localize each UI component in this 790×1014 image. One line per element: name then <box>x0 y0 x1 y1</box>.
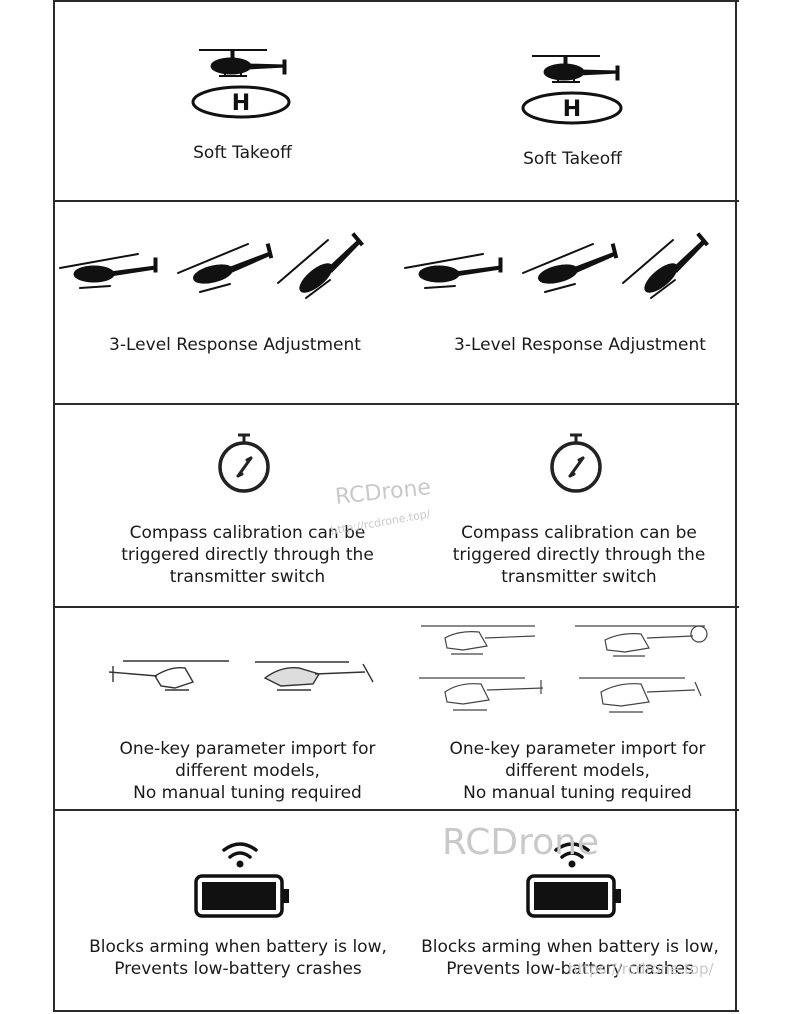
helicopter-attitude-icon <box>404 232 709 299</box>
section-caption-right: 3-Level Response Adjustment <box>454 335 706 355</box>
section-caption-right: Soft Takeoff <box>523 149 622 169</box>
divider <box>53 403 739 405</box>
svg-text:H: H <box>563 97 581 122</box>
section-caption-left: 3-Level Response Adjustment <box>109 335 361 355</box>
stopwatch-compass-icon <box>550 433 602 493</box>
helipad-helicopter-icon: H <box>191 49 291 119</box>
divider <box>53 200 739 202</box>
helicopter-models-icon <box>419 625 708 713</box>
table-frame <box>53 0 737 1012</box>
divider <box>53 809 739 811</box>
battery-wifi-icon <box>194 842 289 918</box>
divider <box>53 0 739 2</box>
divider <box>53 1010 739 1012</box>
section-caption-left: Soft Takeoff <box>193 143 292 163</box>
divider <box>53 606 739 608</box>
section-caption-left: Blocks arming when battery is low, Preve… <box>89 937 387 979</box>
battery-wifi-icon <box>526 842 621 918</box>
section-caption-right: Compass calibration can be triggered dir… <box>452 523 706 587</box>
section-caption-left: Compass calibration can be triggered dir… <box>121 523 374 587</box>
stopwatch-compass-icon <box>218 433 270 493</box>
section-caption-right: One-key parameter import for different m… <box>449 739 706 803</box>
helipad-helicopter-icon: H <box>521 55 623 125</box>
svg-text:H: H <box>232 91 250 116</box>
section-caption-left: One-key parameter import for different m… <box>119 739 376 803</box>
helicopter-models-icon <box>108 660 374 691</box>
helicopter-attitude-icon <box>59 232 364 299</box>
section-caption-right: Blocks arming when battery is low, Preve… <box>421 937 719 979</box>
